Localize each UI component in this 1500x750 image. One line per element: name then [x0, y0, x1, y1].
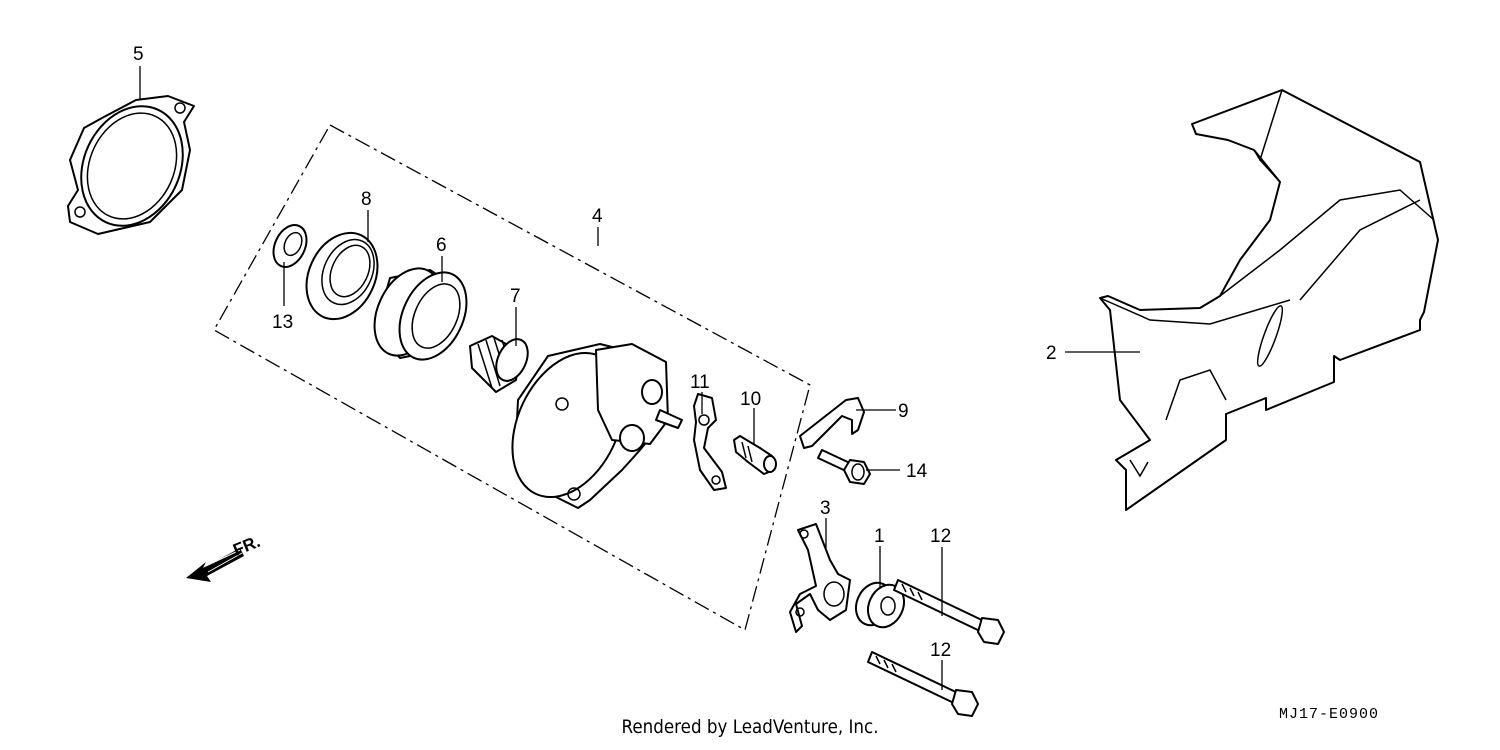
part-14-bolt[interactable] [817, 449, 871, 485]
leader-lines [139, 66, 1140, 690]
callout-11: 11 [690, 372, 710, 393]
part-6-sleeve[interactable] [361, 258, 479, 371]
part-5-gasket[interactable] [62, 90, 201, 243]
callout-2: 2 [1046, 343, 1057, 364]
front-marker-label: FR. [230, 532, 263, 560]
callout-14: 14 [906, 461, 928, 482]
part-12-bolt-upper[interactable] [893, 579, 1005, 645]
part-8-oil-seal[interactable] [293, 221, 391, 330]
part-9-bracket[interactable] [799, 397, 865, 449]
credit-line: Rendered by LeadVenture, Inc. [0, 716, 1500, 738]
callout-labels: 5 8 4 6 7 13 11 10 9 14 2 3 1 12 12 [133, 44, 1057, 661]
callout-5: 5 [133, 44, 144, 65]
part-11-clip[interactable] [693, 393, 727, 491]
front-direction-arrow: FR. [186, 532, 263, 582]
callout-1: 1 [874, 526, 885, 547]
part-3-holder[interactable] [789, 523, 851, 633]
callout-7: 7 [510, 286, 521, 307]
part-2-cover[interactable] [1099, 89, 1439, 511]
callout-13: 13 [272, 312, 293, 333]
callout-4: 4 [592, 206, 603, 227]
callout-12-upper: 12 [930, 526, 951, 547]
diagram-code: MJ17-E0900 [1279, 706, 1380, 723]
assembly-outline [213, 124, 811, 631]
part-7-spring[interactable] [469, 334, 534, 393]
callout-12-lower: 12 [930, 640, 951, 661]
callout-10: 10 [740, 389, 761, 410]
callout-8: 8 [361, 189, 372, 210]
callout-9: 9 [898, 401, 909, 422]
part-13-seal[interactable] [267, 220, 313, 273]
callout-3: 3 [820, 498, 831, 519]
part-12-bolt-lower[interactable] [867, 651, 979, 717]
part-4-housing[interactable] [491, 335, 683, 515]
part-1-grommet[interactable] [849, 577, 910, 633]
callout-6: 6 [436, 235, 447, 256]
part-10-sensor[interactable] [733, 435, 777, 475]
credit-text: Rendered by LeadVenture, Inc. [621, 716, 879, 738]
